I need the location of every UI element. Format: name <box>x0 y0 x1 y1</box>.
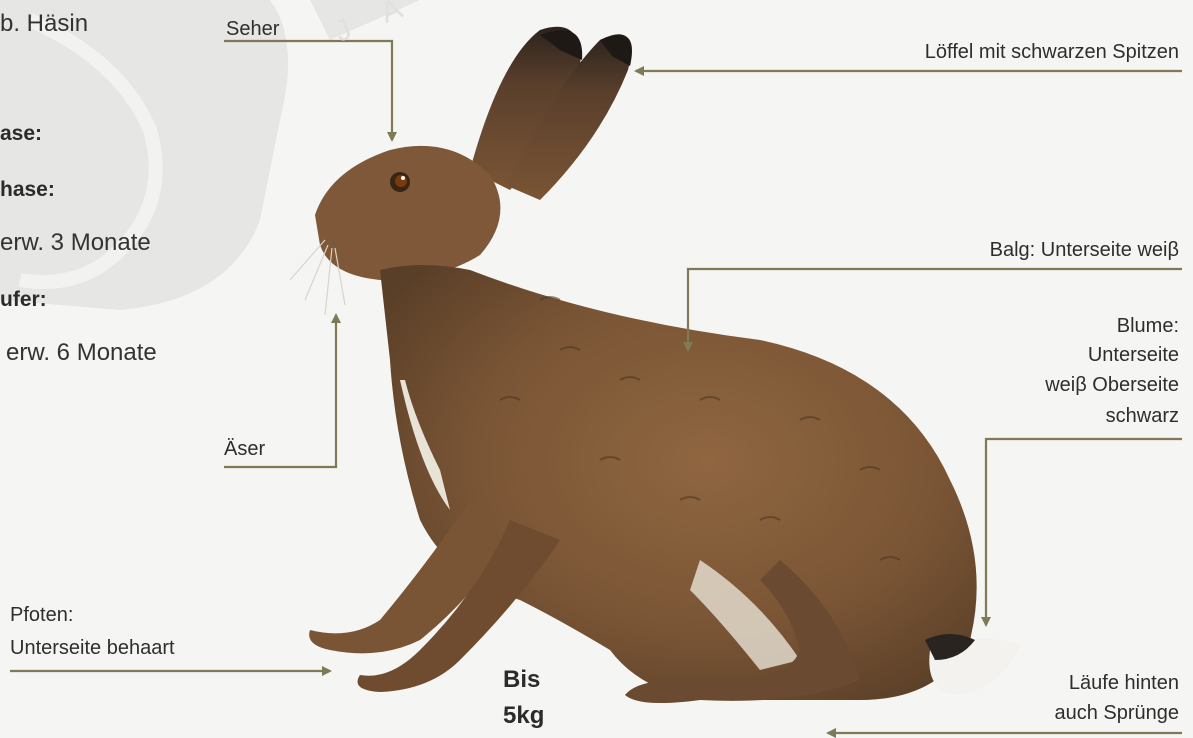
label-blume-4: schwarz <box>1106 404 1179 428</box>
left-text-line-4: erw. 3 Monate <box>0 229 151 257</box>
weight-line-2: 5kg <box>503 698 544 734</box>
label-balg: Balg: Unterseite weiβ <box>990 238 1179 262</box>
label-blume-2: Unterseite <box>1088 343 1179 367</box>
left-text-line-3: hase: <box>0 178 55 202</box>
left-text-line-2: ase: <box>0 122 42 146</box>
label-aeser: Äser <box>224 437 265 461</box>
label-pfoten-1: Pfoten: <box>10 603 73 627</box>
hare-illustration <box>290 27 1020 703</box>
blume-pointer <box>986 439 1182 625</box>
left-text-line-5: ufer: <box>0 288 47 312</box>
left-text-line-6: erw. 6 Monate <box>6 339 157 367</box>
left-text-line-1: b. Häsin <box>0 10 88 38</box>
label-seher: Seher <box>226 17 279 41</box>
label-laeufe-2: auch Sprünge <box>1054 701 1179 725</box>
label-laeufe-1: Läufe hinten <box>1069 671 1179 695</box>
label-loeffel: Löffel mit schwarzen Spitzen <box>925 40 1179 64</box>
balg-pointer <box>688 269 1182 350</box>
label-blume-3: weiβ Oberseite <box>1045 373 1179 397</box>
weight-line-1: Bis <box>503 662 540 698</box>
label-blume-1: Blume: <box>1117 314 1179 338</box>
label-pfoten-2: Unterseite behaart <box>10 636 175 660</box>
